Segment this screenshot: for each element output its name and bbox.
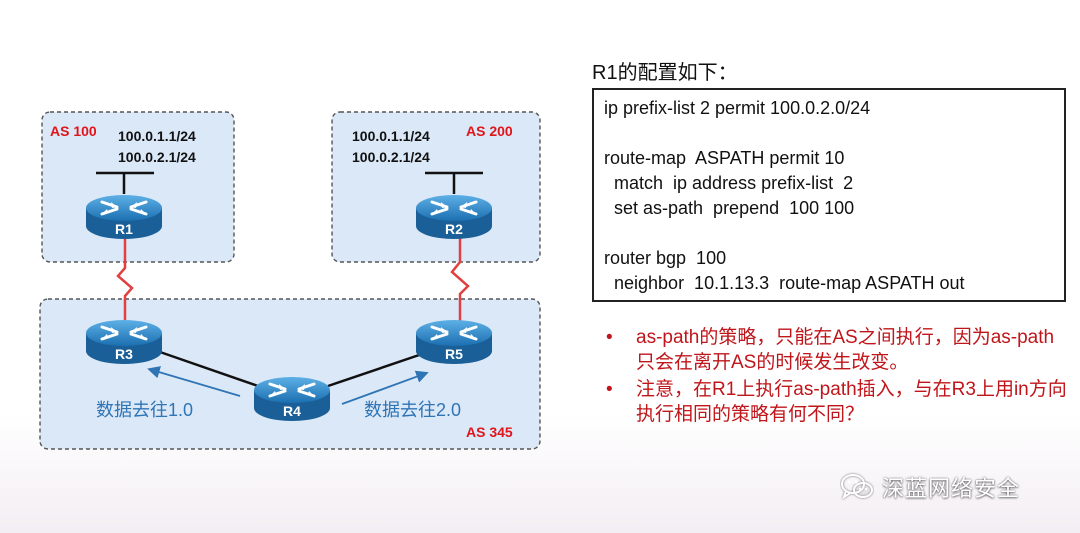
config-title: R1的配置如下： [592,62,738,84]
bullet-icon: • [606,379,613,400]
router-r1-label: R1 [115,221,133,237]
as345-label: AS 345 [466,424,513,440]
config-line: match ip address prefix-list 2 [604,173,854,193]
r2-ip-2: 100.0.2.1/24 [352,149,430,165]
notes-list: • as-path的策略，只能在AS之间执行，因为as-path只会在离开AS的… [598,325,1068,429]
note-item: • 注意，在R1上执行as-path插入，与在R3上用in方向执行相同的策略有何… [598,377,1068,427]
link-r4-r5 [327,350,429,388]
watermark-text: 深蓝网络安全 [882,476,1021,501]
note-text: as-path的策略，只能在AS之间执行，因为as-path只会在离开AS的时候… [636,327,1055,373]
router-r3-label: R3 [115,346,133,362]
as100-label: AS 100 [50,123,97,139]
router-r5-icon: R5 [414,318,494,366]
note-item: • as-path的策略，只能在AS之间执行，因为as-path只会在离开AS的… [598,325,1068,375]
link-r1-r3 [116,232,134,322]
bullet-icon: • [606,327,613,348]
config-line: neighbor 10.1.13.3 route-map ASPATH out [604,273,965,293]
as345-box [39,298,541,450]
as200-label: AS 200 [466,123,513,139]
router-r2-label: R2 [445,221,463,237]
router-r1-icon: R1 [84,193,164,241]
router-r4-icon: R4 [252,375,332,423]
config-line: route-map ASPATH permit 10 [604,148,845,168]
flow-arrow-right [341,370,429,405]
wechat-icon [841,474,873,500]
watermark: 深蓝网络安全 [840,470,1020,504]
router-r3-icon: R3 [84,318,164,366]
r1-ip-2: 100.0.2.1/24 [118,149,196,165]
config-line [604,121,1054,146]
router-r2-icon: R2 [414,193,494,241]
network-diagram: R1 R2 R3 R4 R5 AS 100 AS 200 AS 345 100.… [39,111,541,450]
flow-label-left: 数据去往1.0 [96,400,193,420]
router-r5-label: R5 [445,346,463,362]
config-line [604,221,1054,246]
config-box: ip prefix-list 2 permit 100.0.2.0/24 rou… [592,88,1066,302]
link-r2-r5 [450,232,470,322]
config-line: ip prefix-list 2 permit 100.0.2.0/24 [604,98,871,118]
flow-label-right: 数据去往2.0 [364,400,461,420]
r1-ip-1: 100.0.1.1/24 [118,128,196,144]
link-r3-r4 [159,350,259,388]
flow-arrow-left [147,366,241,397]
router-r4-label: R4 [283,403,301,419]
note-text: 注意，在R1上执行as-path插入，与在R3上用in方向执行相同的策略有何不同… [636,379,1067,425]
config-line: router bgp 100 [604,248,727,268]
config-line: set as-path prepend 100 100 [604,198,855,218]
r2-ip-1: 100.0.1.1/24 [352,128,430,144]
